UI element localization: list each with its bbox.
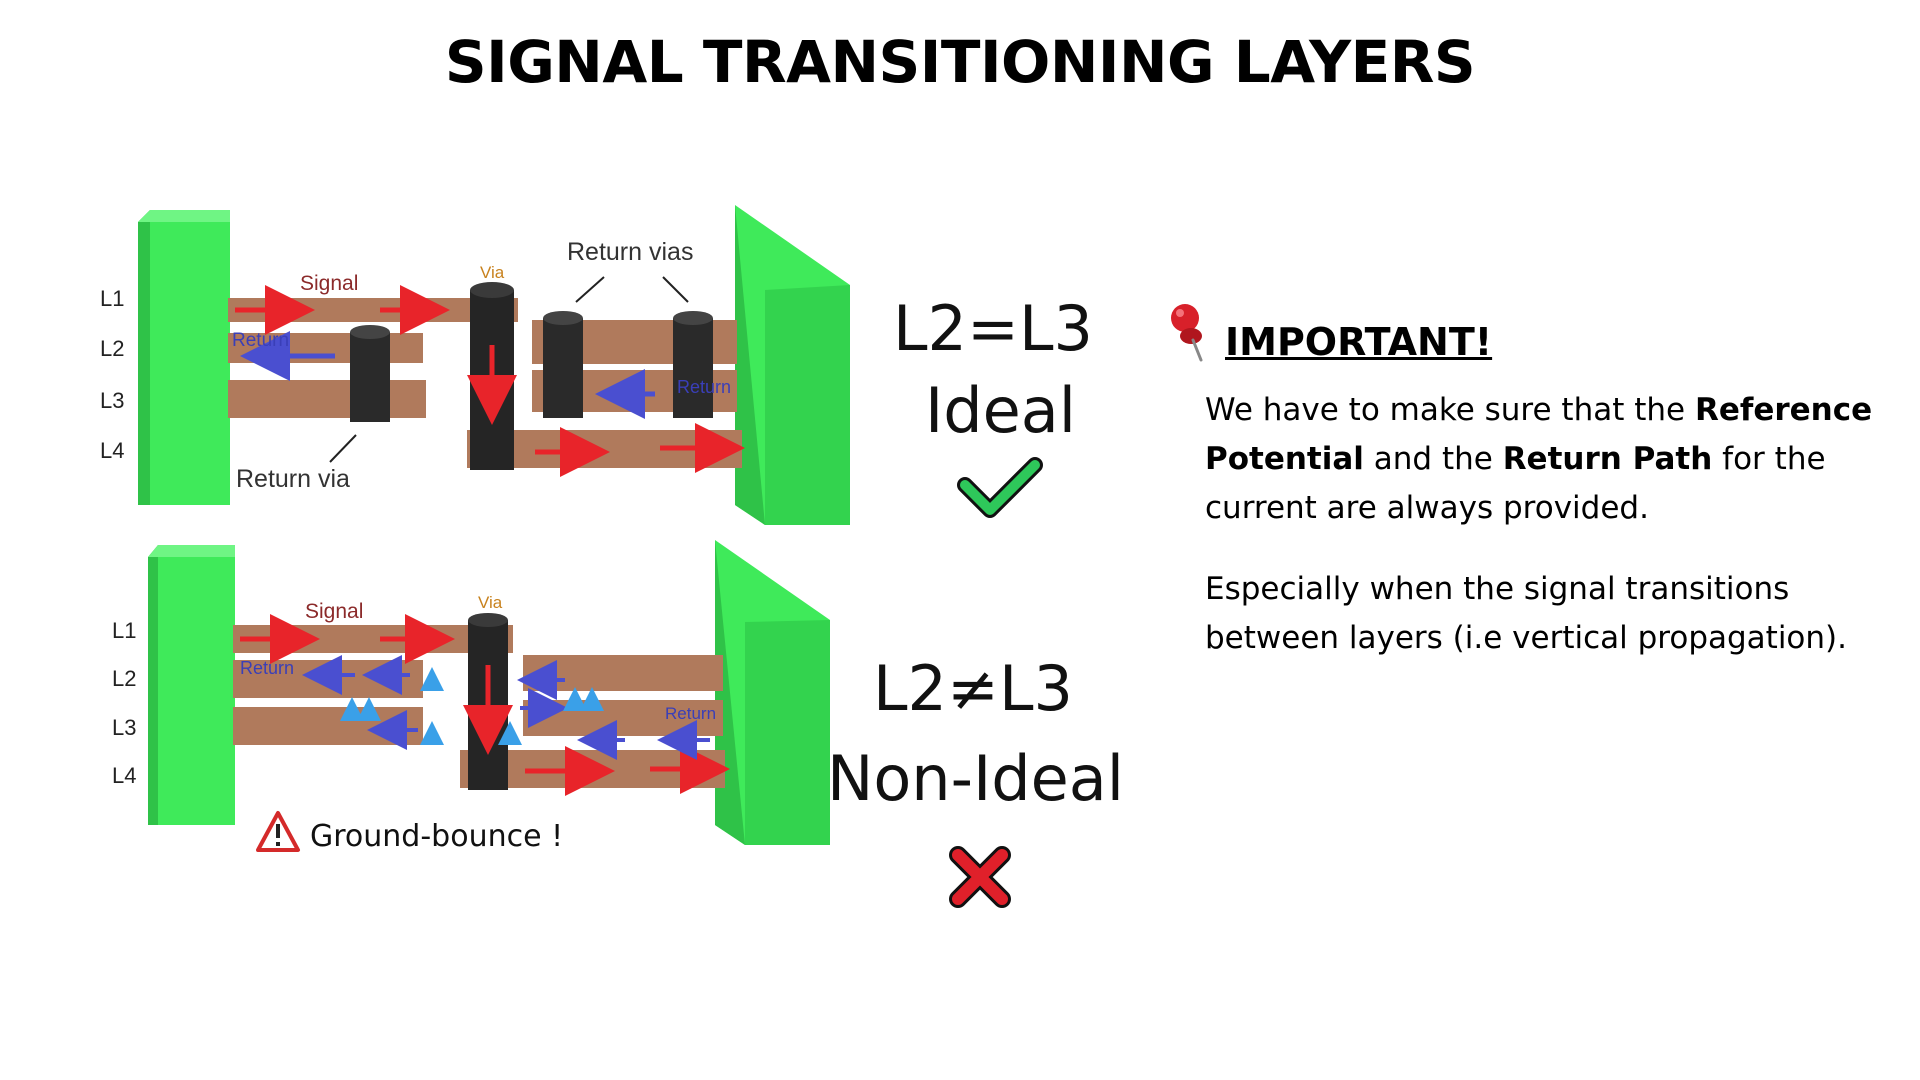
right-ground-plane [735,205,850,525]
layer-label-l1-bottom: L1 [112,618,136,643]
return-via-pointer [329,434,357,463]
note-header: IMPORTANT! [1165,300,1905,364]
bottom-diagram: L1 L2 L3 L4 [112,540,1124,908]
top-diagram: L1 L2 L3 L4 [100,205,1093,525]
return-arrows-top [240,331,655,419]
right-ground-plane-bottom [715,540,830,845]
ground-bounce-warning: Ground-bounce ! [310,819,563,854]
return-label-right-bottom: Return [665,704,716,723]
layer-label-l4-bottom: L4 [112,763,136,788]
signal-label-bottom: Signal [305,600,363,623]
signal-arrows-bottom [240,614,730,796]
return-vias-pointer-a [575,276,605,303]
condition-top: L2=L3 [893,292,1093,365]
via-label-top: Via [480,263,505,282]
verdict-bottom: Non-Ideal [827,742,1124,815]
p1-text-a: We have to make sure that the [1205,392,1695,428]
return-label-bottom: Return [240,658,294,678]
page-title: SIGNAL TRANSITIONING LAYERS [444,28,1476,96]
note-heading: IMPORTANT! [1225,320,1493,364]
layer-label-l2: L2 [100,336,124,361]
reference-potential-text: Reference Potential [1205,392,1873,477]
verdict-top: Ideal [925,374,1076,447]
important-note: IMPORTANT! We have to make sure that the… [1165,300,1905,663]
warning-icon [256,811,300,852]
return-arrows-bottom [302,655,710,760]
condition-bottom: L2≠L3 [873,652,1073,725]
via-label-bottom: Via [478,593,503,612]
layer-label-l3-bottom: L3 [112,715,136,740]
p1-text-c: and the [1363,441,1503,477]
ground-bounce-arrows [340,667,604,745]
left-ground-plane [138,210,230,505]
signal-label-top: Signal [300,272,358,295]
layer-label-l3: L3 [100,388,124,413]
return-path-text: Return Path [1502,441,1713,477]
signal-arrows-top [235,285,745,477]
pushpin-icon [1171,304,1203,362]
left-ground-plane-bottom [148,545,235,825]
note-paragraph-2: Especially when the signal transitions b… [1205,571,1847,656]
return-vias-label: Return vias [567,238,693,266]
return-via-label: Return via [236,465,350,493]
return-label-top: Return [232,330,289,351]
layer-label-l2-bottom: L2 [112,666,136,691]
layer-label-l1: L1 [100,286,124,311]
p1-text-e: for the current are always provided. [1205,441,1826,526]
return-via-left-top [350,325,390,422]
checkmark-icon [957,457,1043,518]
note-paragraph-1: We have to make sure that the Reference … [1205,386,1905,533]
return-vias-pointer-b [662,276,689,303]
return-label-right-top: Return [677,377,731,397]
return-vias-right-top [543,311,713,418]
layer-label-l4: L4 [100,438,124,463]
cross-icon [949,846,1011,908]
